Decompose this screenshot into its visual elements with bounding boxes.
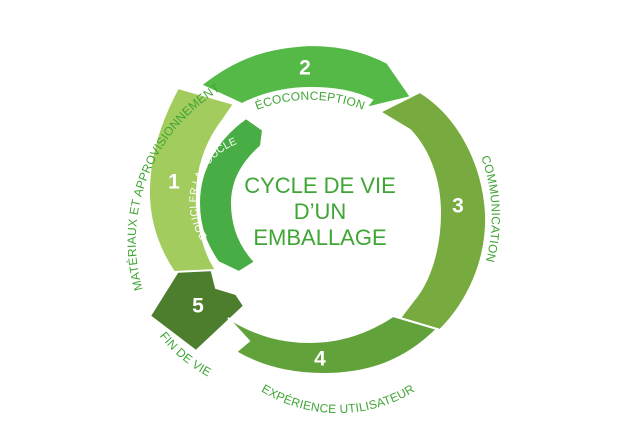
stage-2-number: 2 [299, 57, 311, 80]
stage-4-label: EXPÉRIENCE UTILISATEUR [259, 381, 417, 416]
stage-1-number: 1 [168, 171, 180, 194]
stage-3-number: 3 [452, 195, 464, 218]
stage-5-segment [148, 267, 246, 353]
stage-4-segment [227, 314, 439, 376]
stage-2-segment [199, 43, 413, 110]
stage-4-number: 4 [314, 348, 326, 371]
stage-1-segment [147, 86, 236, 274]
center-title-line-3: EMBALLAGE [253, 225, 386, 250]
stage-3-segment [377, 90, 488, 332]
stage-5-number: 5 [192, 295, 204, 318]
center-title-line-1: CYCLE DE VIE [244, 173, 396, 198]
center-title-line-2: D’UN [294, 199, 347, 224]
inner-loop-segment [197, 116, 265, 274]
